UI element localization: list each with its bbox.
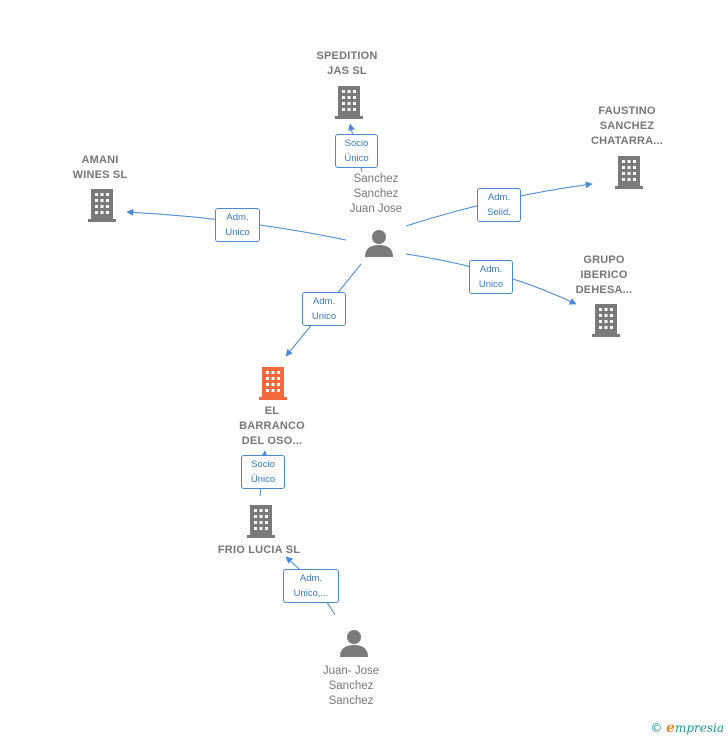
node-label-grupo: GRUPO IBERICO DEHESA...: [576, 253, 633, 298]
relation-badge-adm-unico-right[interactable]: Adm. Unico: [469, 260, 513, 294]
node-label-person-juan: Juan- Jose Sanchez Sanchez: [323, 664, 379, 709]
label-line: Juan Jose: [349, 203, 403, 215]
badge-line: Unico: [225, 227, 250, 238]
badge-line: Solid.: [487, 207, 511, 218]
label-line: FRIO LUCIA SL: [217, 544, 301, 556]
badge-line: Adm.: [487, 192, 511, 203]
label-line: WINES SL: [72, 169, 128, 181]
building-icon[interactable]: [333, 84, 365, 120]
label-line: GRUPO: [583, 254, 625, 266]
node-label-person-main: Sanchez Sanchez Juan Jose: [350, 172, 402, 217]
building-icon-highlighted[interactable]: [257, 365, 289, 401]
building-icon[interactable]: [613, 154, 645, 190]
brand-footer[interactable]: © empresia: [650, 720, 724, 736]
badge-line: Único: [250, 474, 276, 485]
label-line: Juan- Jose: [322, 665, 380, 677]
badge-line: Único: [344, 153, 369, 164]
badge-line: Unico,...: [293, 588, 329, 599]
copyright-icon: ©: [650, 721, 663, 735]
node-label-barranco: EL BARRANCO DEL OSO...: [239, 404, 305, 449]
label-line: SPEDITION: [316, 50, 378, 62]
label-line: EL: [264, 405, 280, 417]
node-label-spedition: SPEDITION JAS SL: [316, 49, 377, 79]
node-label-frio: FRIO LUCIA SL: [218, 543, 300, 558]
person-icon[interactable]: [364, 228, 394, 258]
badge-line: Socio: [344, 138, 369, 149]
label-line: DEHESA...: [575, 284, 633, 296]
label-line: IBERICO: [580, 269, 628, 281]
label-line: FAUSTINO: [598, 105, 656, 117]
building-icon[interactable]: [245, 503, 277, 539]
label-line: Sanchez: [328, 680, 374, 692]
badge-line: Adm.: [312, 296, 336, 307]
label-line: JAS SL: [327, 65, 367, 77]
badge-line: Unico: [311, 311, 337, 322]
label-line: BARRANCO: [239, 420, 305, 432]
label-line: Sanchez: [353, 173, 399, 185]
badge-line: Unico: [478, 279, 504, 290]
badge-line: Socio: [251, 459, 275, 470]
relation-badge-adm-unico-left[interactable]: Adm. Unico: [215, 208, 260, 242]
relation-badge-adm-solid[interactable]: Adm. Solid.: [477, 188, 521, 222]
node-label-amani: AMANI WINES SL: [73, 153, 128, 183]
building-icon[interactable]: [590, 302, 622, 338]
label-line: Sanchez: [328, 695, 374, 707]
label-line: SANCHEZ: [599, 120, 655, 132]
building-icon[interactable]: [86, 187, 118, 223]
label-line: Sanchez: [353, 188, 399, 200]
person-icon[interactable]: [339, 628, 369, 658]
label-line: CHATARRA...: [590, 135, 664, 147]
relation-badge-socio-top[interactable]: Socio Único: [335, 134, 378, 168]
brand-logo-letter: e: [666, 720, 675, 736]
relation-badge-adm-unico-frio[interactable]: Adm. Unico,...: [283, 569, 339, 603]
badge-line: Adm.: [479, 264, 503, 275]
label-line: AMANI: [81, 154, 119, 166]
node-label-faustino: FAUSTINO SANCHEZ CHATARRA...: [591, 104, 663, 149]
badge-line: Adm.: [299, 573, 323, 584]
badge-line: Adm.: [226, 212, 249, 223]
relation-badge-adm-unico-center[interactable]: Adm. Unico: [302, 292, 346, 326]
relation-badge-socio-bottom[interactable]: Socio Único: [241, 455, 285, 489]
label-line: DEL OSO...: [241, 435, 303, 447]
brand-name: mpresia: [674, 721, 724, 735]
